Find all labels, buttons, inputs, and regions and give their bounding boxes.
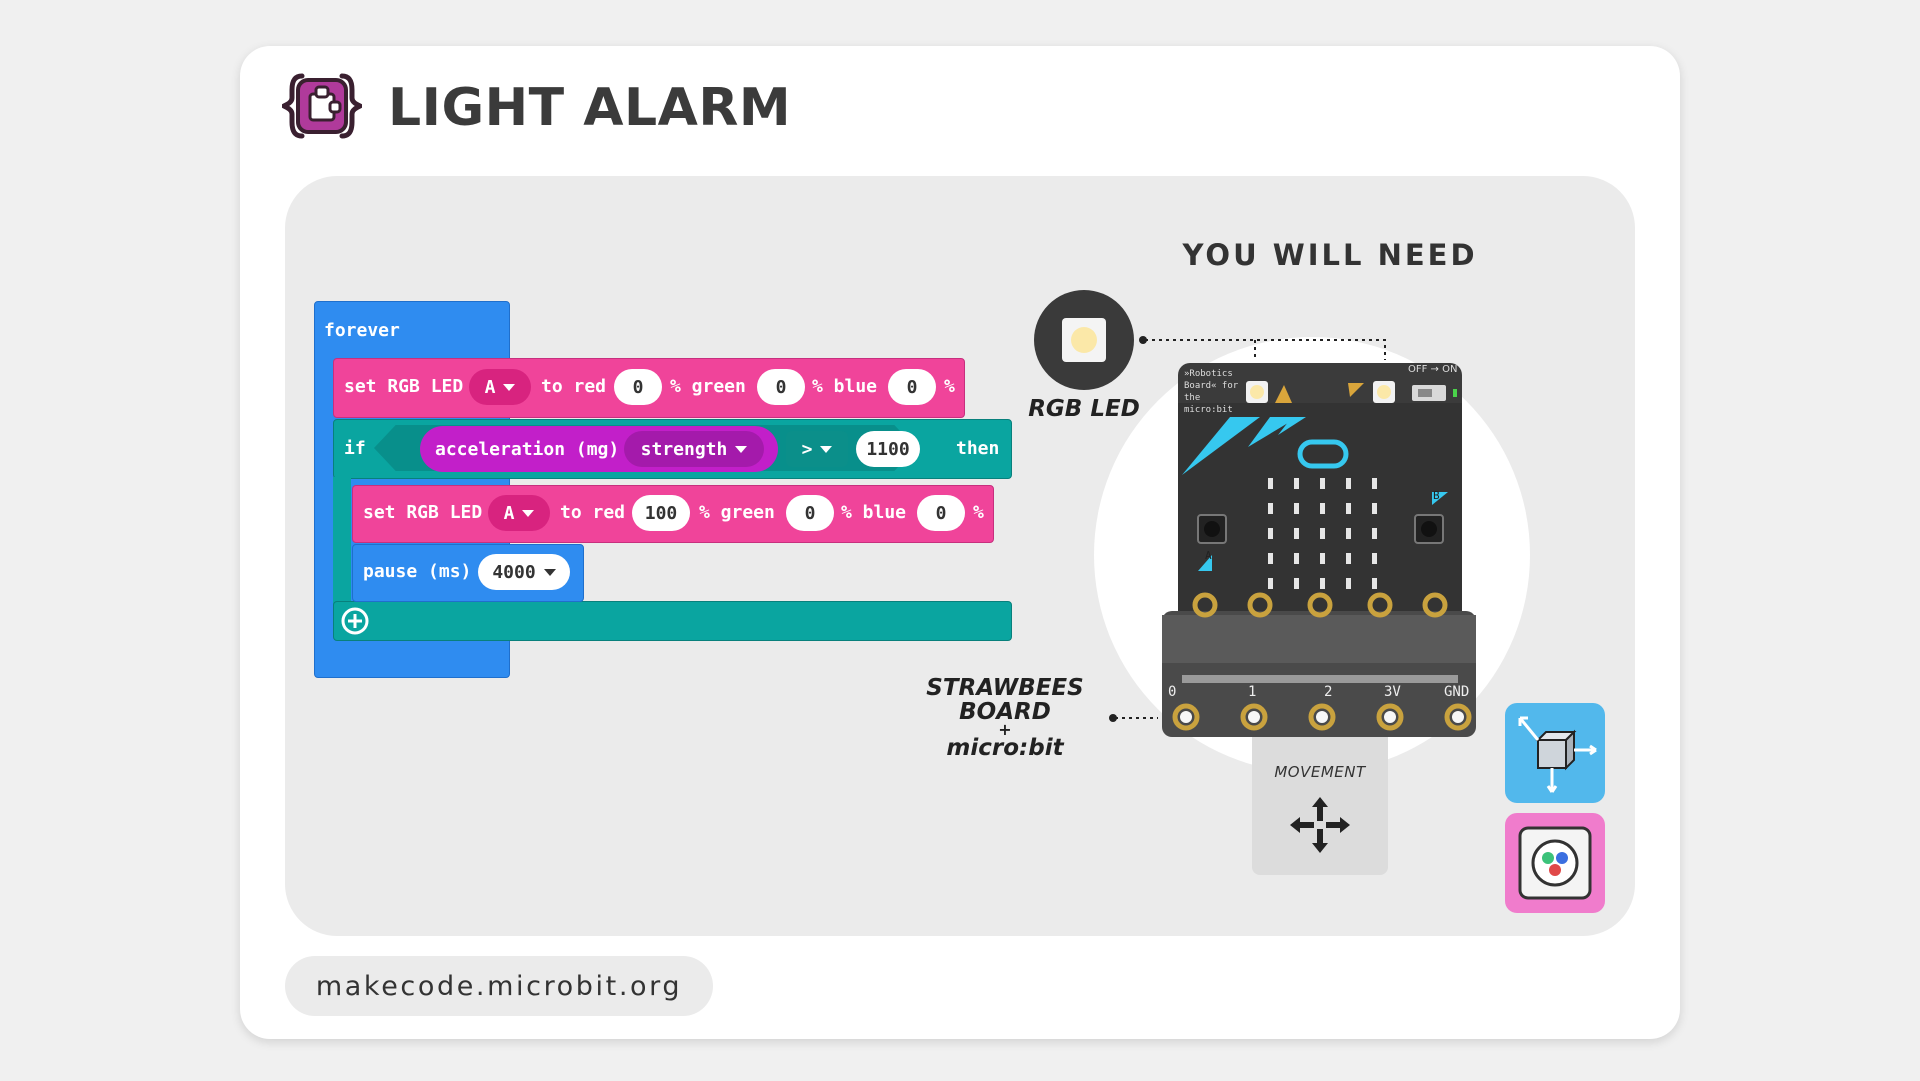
- acceleration-label: acceleration (mg): [435, 439, 620, 460]
- chevron-down-icon: [820, 445, 833, 453]
- forever-label: forever: [324, 320, 400, 341]
- percent-label: %: [944, 376, 955, 397]
- board-label-line1: STRAWBEES BOARD: [926, 675, 1084, 725]
- green-label: % green: [699, 502, 775, 523]
- port-value: A: [503, 502, 515, 524]
- pause-label: pause (ms): [363, 561, 472, 582]
- pin-label: 2: [1324, 684, 1333, 700]
- then-label: then: [956, 438, 1000, 459]
- blue-label: % blue: [812, 376, 878, 397]
- pin-label: GND: [1444, 684, 1470, 700]
- pin-label: 0: [1168, 684, 1177, 700]
- board-label: STRAWBEES BOARD + micro:bit: [880, 676, 1130, 760]
- pin-label: 3V: [1384, 684, 1401, 700]
- board-port-a-label: A: [1205, 549, 1212, 562]
- green-label: % green: [670, 376, 746, 397]
- accelerometer-icon: [1518, 716, 1597, 793]
- blue-input[interactable]: 0: [917, 495, 965, 531]
- set-rgb-label: set RGB LED: [363, 502, 483, 523]
- board-switch-text: OFF → ON: [1408, 364, 1458, 375]
- pin-label: 1: [1248, 684, 1257, 700]
- green-input[interactable]: 0: [786, 495, 834, 531]
- chevron-down-icon: [522, 509, 535, 517]
- rgb-led-label: RGB LED: [1028, 396, 1140, 422]
- chevron-down-icon: [735, 445, 748, 453]
- rgb-led-tile: [1505, 813, 1605, 913]
- port-dropdown[interactable]: A: [488, 495, 550, 531]
- blue-label: % blue: [841, 502, 907, 523]
- percent-label: %: [973, 502, 984, 523]
- accelerometer-tile: [1505, 703, 1605, 803]
- strength-value: strength: [640, 438, 728, 460]
- operator-dropdown[interactable]: >: [786, 431, 848, 467]
- you-will-need-heading: YOU WILL NEED: [1182, 238, 1478, 272]
- red-input[interactable]: 0: [614, 369, 662, 405]
- port-value: A: [484, 376, 496, 398]
- strawbees-board: [1162, 363, 1476, 737]
- page-title: LIGHT ALARM: [388, 78, 792, 138]
- strength-dropdown[interactable]: strength: [624, 431, 764, 467]
- pause-dropdown[interactable]: 4000: [478, 554, 570, 590]
- to-red-label: to red: [541, 376, 607, 397]
- if-block-spine: [333, 477, 351, 621]
- if-label: if: [344, 438, 366, 459]
- rgb-led-component-icon: [1518, 826, 1592, 900]
- threshold-input[interactable]: 1100: [856, 431, 920, 467]
- board-pin-labels: 0 1 2 3V GND: [1168, 684, 1478, 700]
- makecode-blocks: forever set RGB LED A to red 0 % green 0…: [314, 301, 1014, 681]
- blue-input[interactable]: 0: [888, 369, 936, 405]
- port-dropdown[interactable]: A: [469, 369, 531, 405]
- board-label-line2: micro:bit: [946, 735, 1064, 761]
- board-label-plus: +: [998, 720, 1012, 739]
- to-red-label: to red: [560, 502, 626, 523]
- pause-value: 4000: [492, 561, 536, 583]
- add-branch-icon[interactable]: [341, 607, 369, 635]
- hardware-diagram: [1034, 290, 1530, 875]
- set-rgb-label: set RGB LED: [344, 376, 464, 397]
- if-block-footer[interactable]: [333, 601, 1012, 641]
- puzzle-extension-icon: [282, 73, 362, 139]
- operator-value: >: [801, 438, 813, 460]
- move-arrows-icon: [1290, 797, 1350, 853]
- green-input[interactable]: 0: [757, 369, 805, 405]
- chevron-down-icon: [543, 568, 556, 576]
- board-port-b-label: B: [1433, 489, 1440, 502]
- url-badge: makecode.microbit.org: [285, 956, 713, 1016]
- red-input[interactable]: 100: [632, 495, 690, 531]
- movement-label: MOVEMENT: [1274, 763, 1366, 781]
- board-brand-text: »Robotics Board« for the micro:bit: [1184, 369, 1239, 415]
- chevron-down-icon: [503, 383, 516, 391]
